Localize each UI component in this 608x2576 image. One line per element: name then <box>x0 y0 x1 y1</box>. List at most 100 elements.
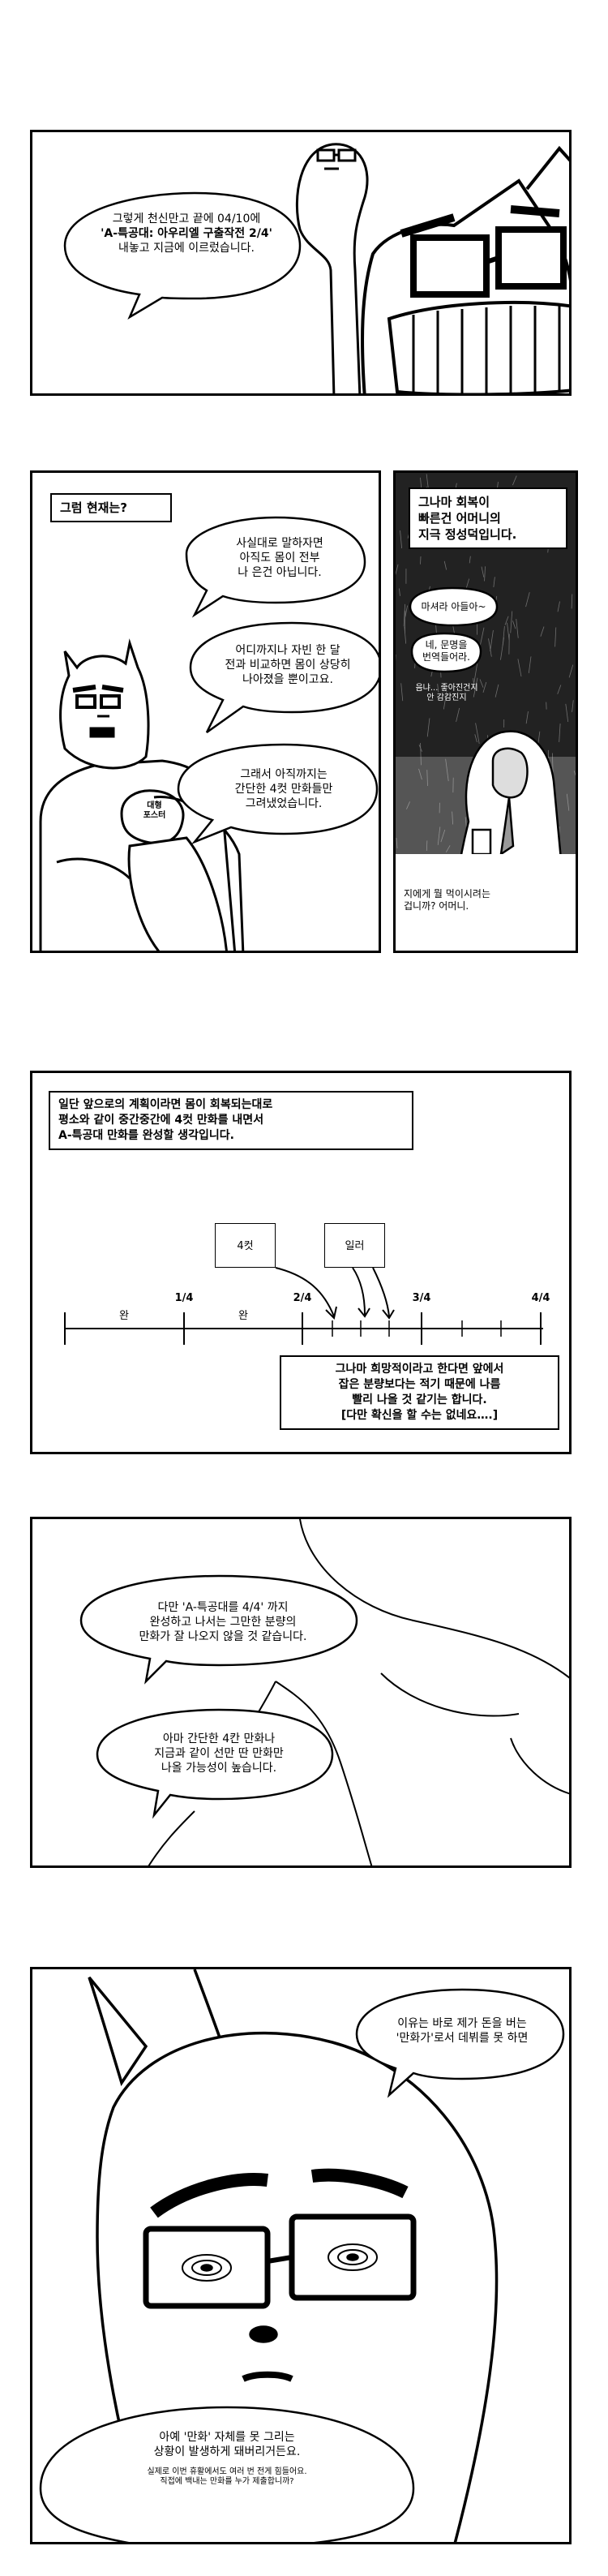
bubble-line: 나 은건 아닙니다. <box>238 566 322 579</box>
bubble-line: 겁니까? 어머니. <box>404 900 469 912</box>
scratch-line <box>418 744 422 752</box>
scratch-line <box>500 637 504 660</box>
scratch-line <box>559 723 561 742</box>
scratch-line <box>452 811 454 825</box>
timeline-box-illust: 일러 <box>324 1223 385 1268</box>
speech-bubble-8-text: 아예 '만화' 자체를 못 그리는 상황이 발생하게 돼버리거든요. 실제로 이… <box>65 2430 389 2487</box>
scratch-line <box>512 475 517 486</box>
big-character <box>361 145 569 393</box>
scratch-line <box>525 711 529 724</box>
scratch-line <box>566 793 570 811</box>
scratch-line <box>437 826 441 845</box>
scratch-line <box>525 592 530 608</box>
scratch-line <box>481 566 485 577</box>
speech-bubble-mom-2-text: 네, 문명을 번역들어라. <box>412 639 481 663</box>
caption-line: A-특공대 만화를 완성할 생각입니다. <box>58 1129 234 1142</box>
scratch-line <box>403 603 406 627</box>
speech-bubble-8 <box>39 2406 415 2542</box>
caption-line: 지극 정성덕입니다. <box>418 527 517 542</box>
bubble-line: 이유는 바로 제가 돈을 버는 <box>397 2017 527 2030</box>
timeline-minor-ticks <box>332 1320 502 1337</box>
bubble-line: 어디까지나 자빈 한 달 <box>235 644 340 657</box>
scratch-line <box>568 664 574 678</box>
scratch-line <box>440 829 446 843</box>
scratch-line <box>512 620 516 629</box>
speech-bubble-5-text: 다만 'A-특공대를 4/4' 까지 완성하고 나서는 그만한 분량의 만화가 … <box>93 1600 353 1644</box>
scratch-line <box>554 627 557 647</box>
bubble-line: 나아졌을 뿐이고요. <box>242 673 333 686</box>
scratch-line <box>404 626 407 644</box>
bubble-small-line: 직접에 백내는 만화를 누가 제출합니까? <box>160 2477 294 2486</box>
bubble-small-line: 실제로 이번 휴활에서도 여러 번 전게 힘들어요. <box>147 2467 307 2476</box>
bubble-line: 'A-특공대: 아우리엘 구출작전 2/4' <box>101 227 272 240</box>
panel-1-art <box>63 143 569 393</box>
caption-line: 빨리 나올 것 같기는 합니다. <box>352 1393 487 1406</box>
speech-bubble-7-text: 이유는 바로 제가 돈을 버는 '만화가'로서 데뷔를 못 하면 <box>369 2016 555 2046</box>
scratch-line <box>510 611 513 633</box>
bubble-line: 그래서 아직까지는 <box>240 768 328 781</box>
scratch-line <box>445 845 451 853</box>
scratch-line <box>484 566 486 582</box>
speech-bubble-3-text: 어디까지나 자빈 한 달 전과 비교하면 몸이 상당히 나아졌을 뿐이고요. <box>203 643 373 687</box>
scratch-line <box>479 627 485 646</box>
bubble-line: 아예 '만화' 자체를 못 그리는 <box>159 2431 295 2444</box>
panel-6: 이유는 바로 제가 돈을 버는 '만화가'로서 데뷔를 못 하면 아예 '만화'… <box>30 1967 572 2544</box>
panel-5: 다만 'A-특공대를 4/4' 까지 완성하고 나서는 그만한 분량의 만화가 … <box>30 1517 572 1868</box>
speech-bubble-5 <box>79 1574 358 1685</box>
scratch-line <box>469 556 471 564</box>
character <box>39 638 236 951</box>
mumble-line: 음냐... 좋아진건지 <box>415 684 478 693</box>
bubble-line: 아마 간단한 4칸 만화나 <box>162 1732 276 1745</box>
panel-3-caption: 그나마 회복이 빠른건 어머니의 지극 정성덕입니다. <box>409 487 567 549</box>
mumble-line: 안 감감진지 <box>426 693 467 702</box>
tick-label-3-4: 3/4 <box>412 1292 431 1304</box>
scratch-line <box>443 691 447 710</box>
scratch-line <box>474 734 477 743</box>
speech-bubble-mom-2 <box>410 632 482 673</box>
scratch-line <box>426 770 428 786</box>
scratch-line <box>490 629 494 651</box>
scratch-line <box>396 564 399 576</box>
scratch-line <box>420 743 422 766</box>
bubble-line: 내놓고 지금에 이르렀습니다. <box>118 242 255 255</box>
timeline-art <box>64 1267 543 1345</box>
tick-label-2-4: 2/4 <box>293 1292 312 1304</box>
scratch-line <box>396 838 398 849</box>
bubble-line: 완성하고 나서는 그만한 분량의 <box>149 1616 297 1629</box>
bubble-line: '만화가'로서 데뷔를 못 하면 <box>396 2032 529 2045</box>
scratch-line <box>488 638 492 657</box>
scratch-line <box>528 656 532 673</box>
scratch-line <box>398 588 400 596</box>
panel-2-art <box>39 516 379 951</box>
scratch-line <box>504 616 509 625</box>
scratch-line <box>502 625 505 646</box>
scratch-line <box>482 681 487 693</box>
caption-line: 그나마 회복이 <box>418 495 490 509</box>
scratch-line <box>516 619 519 638</box>
panel-2: 그럼 현재는? 사실대로 말하자면 아직도 몸이 전부 나 은건 아닙니다. 어… <box>30 470 381 953</box>
patch-line: 대형 <box>147 801 162 810</box>
panel-5-art <box>79 1519 569 1865</box>
speech-bubble-6-text: 아마 간단한 4칸 만화나 지금과 같이 선만 딴 만화만 나올 가능성이 높습… <box>109 1732 328 1775</box>
caption-line: 빠른건 어머니의 <box>418 511 501 526</box>
scratch-line <box>406 801 410 809</box>
scratch-line <box>540 626 545 637</box>
scratch-line <box>557 685 562 694</box>
caption-line: [다만 확신을 할 수는 없네요….] <box>340 1409 499 1422</box>
bubble-line: 간단한 4컷 만화들만 <box>234 783 333 796</box>
segment-label-2: 완 <box>238 1310 248 1322</box>
bubble-line: 다만 'A-특공대를 4/4' 까지 <box>157 1601 289 1614</box>
bubble-line: 아직도 몸이 전부 <box>239 552 320 565</box>
scratch-line <box>437 684 439 693</box>
bubble-line: 그려냈었습니다. <box>245 797 323 810</box>
speech-bubble-6 <box>96 1708 334 1819</box>
scratch-line <box>517 659 522 677</box>
speech-bubble-2-text: 사실대로 말하자면 아직도 몸이 전부 나 은건 아닙니다. <box>203 536 357 580</box>
speech-bubble-4 <box>177 743 379 844</box>
bubble-line: 전과 비교하면 몸이 상당히 <box>225 659 351 672</box>
panel-3-mumble: 음냐... 좋아진건지 안 감감진지 <box>410 684 483 703</box>
patch-line: 포스터 <box>143 811 166 820</box>
panel-2-caption: 그럼 현재는? <box>50 493 172 522</box>
scratch-line <box>400 530 403 549</box>
scratch-line <box>552 753 554 775</box>
